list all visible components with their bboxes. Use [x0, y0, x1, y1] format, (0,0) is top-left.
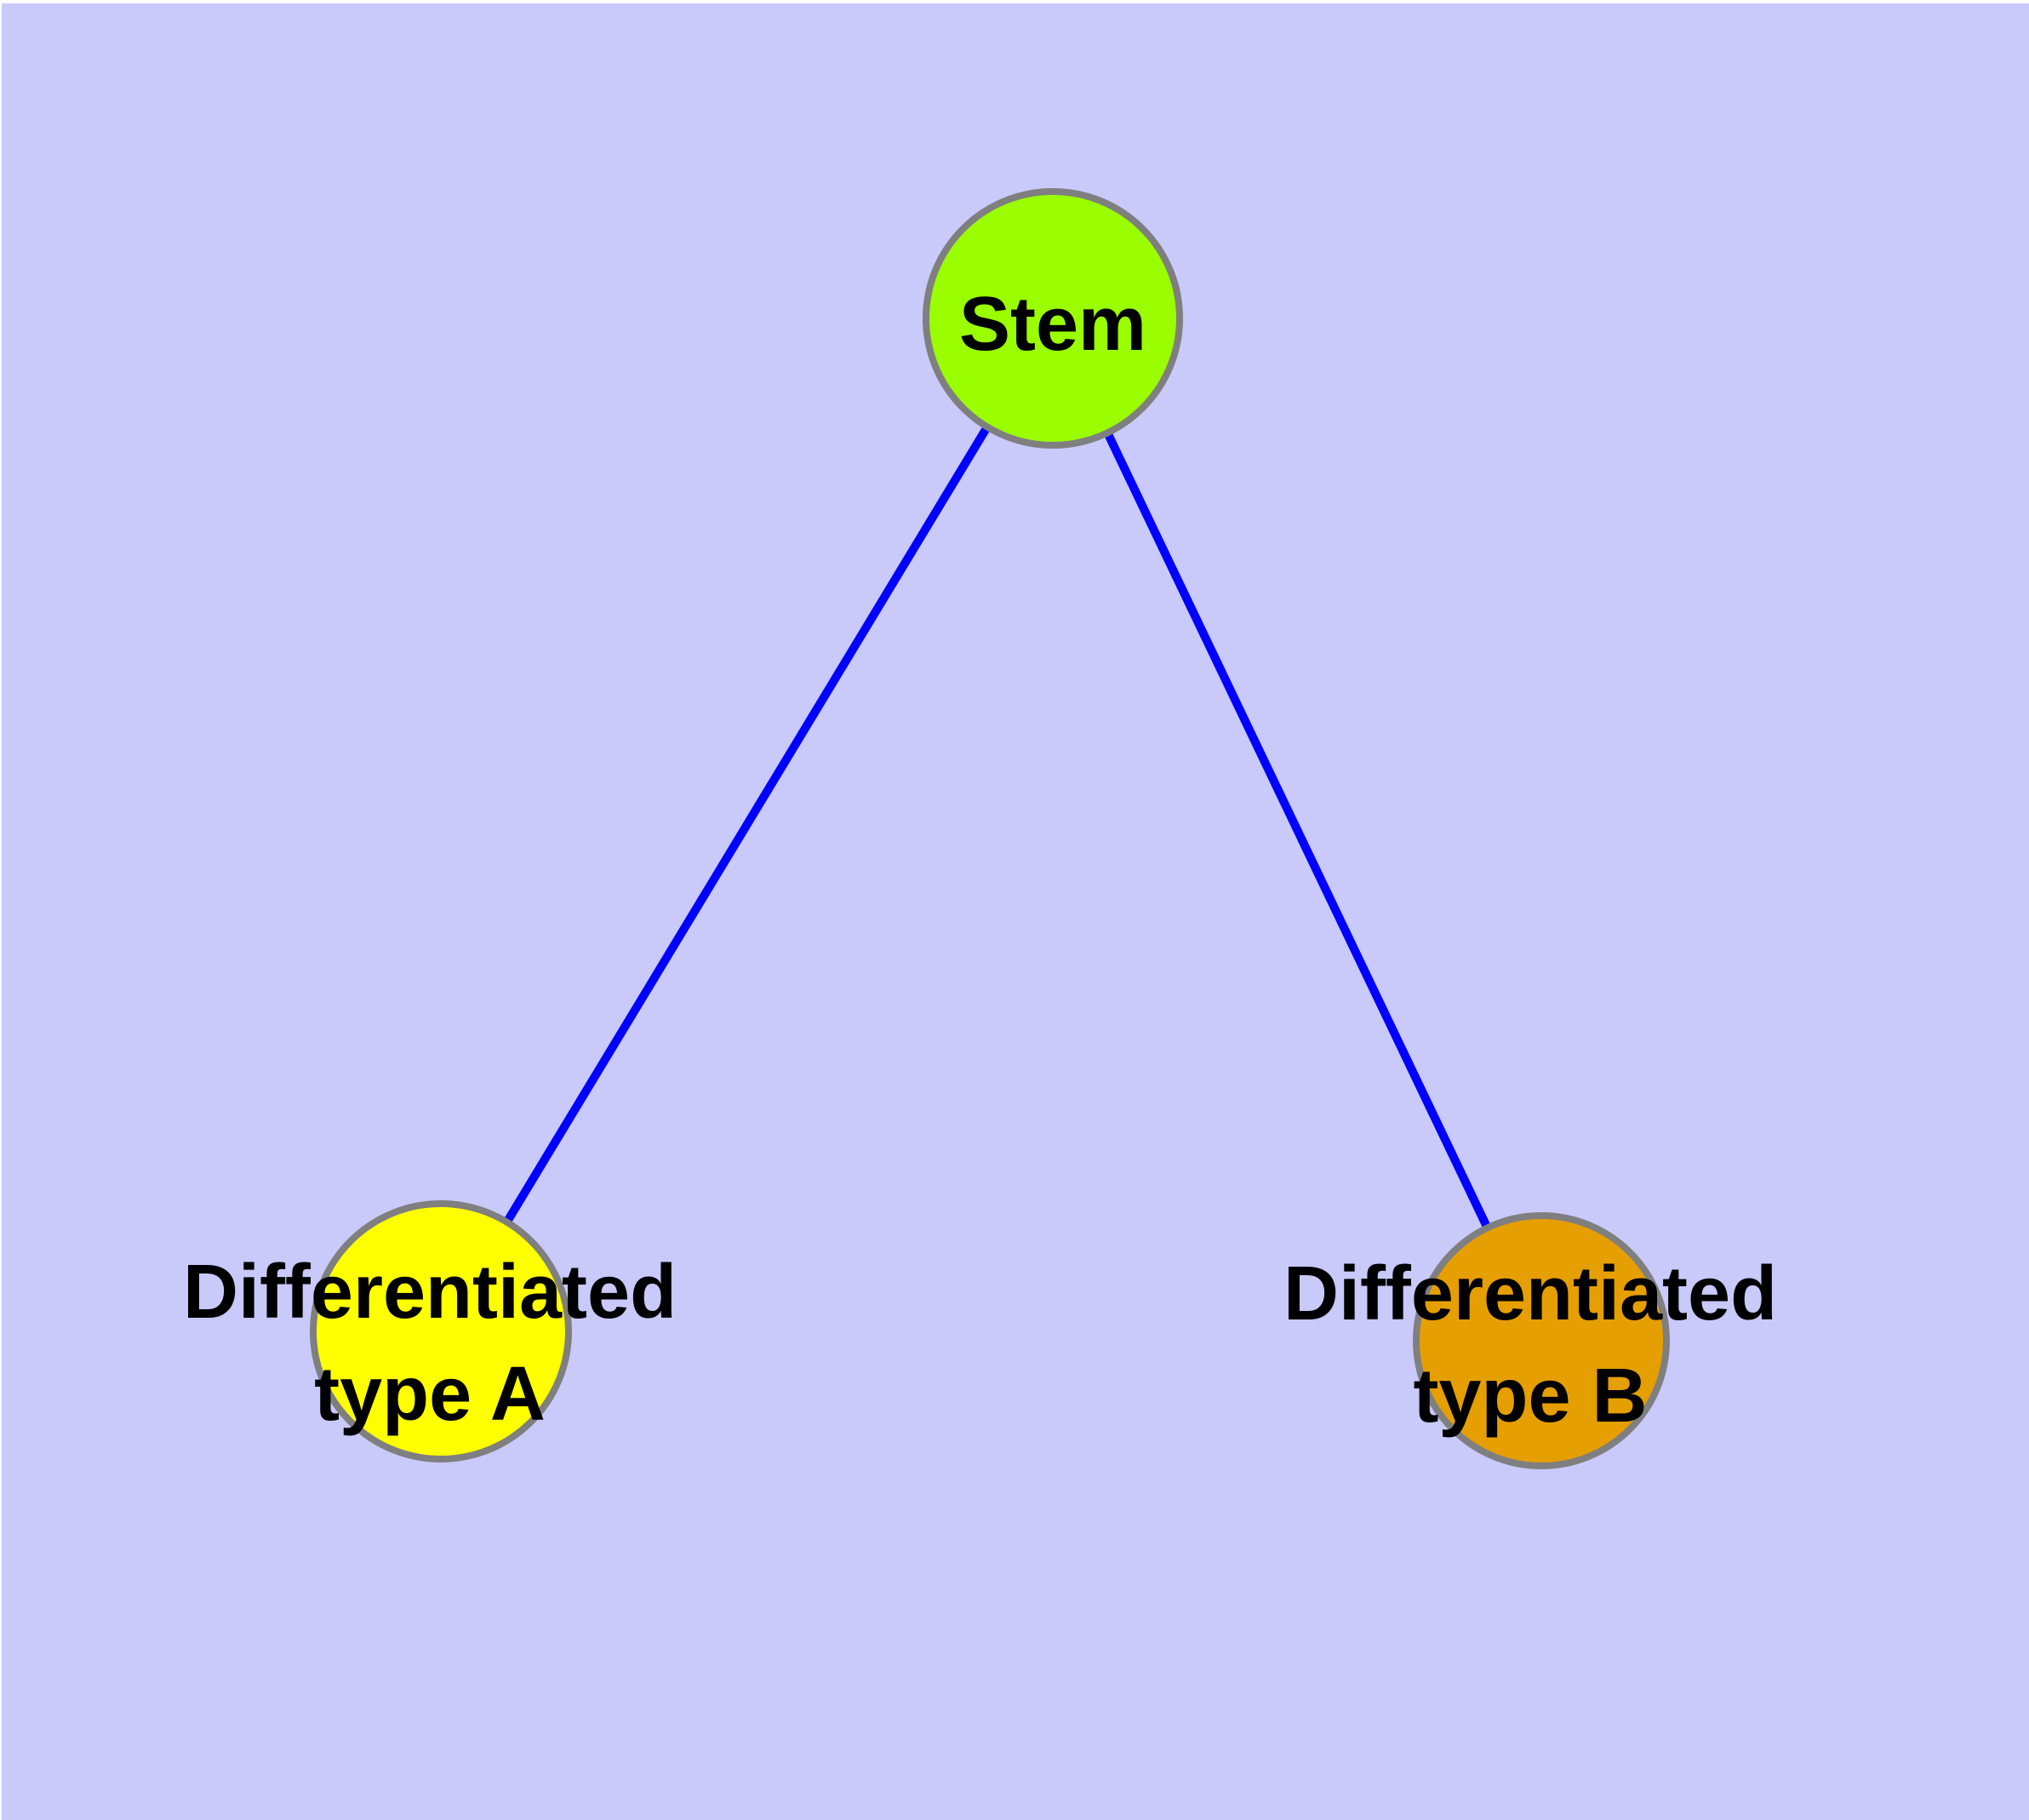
node-label-differentiated-type-b: Differentiated type B — [1283, 1243, 1777, 1447]
node-differentiated-type-a — [310, 1200, 572, 1462]
node-label-line: type A — [314, 1352, 546, 1437]
node-label-differentiated-type-a: Differentiated type A — [183, 1241, 677, 1445]
node-label-line: Stem — [958, 282, 1147, 367]
node-label-line: type B — [1413, 1354, 1648, 1439]
node-label-line: Differentiated — [1283, 1251, 1778, 1336]
node-stem — [923, 188, 1183, 449]
node-label-line: Differentiated — [182, 1250, 677, 1335]
node-label-stem: Stem — [959, 273, 1146, 375]
edge-stem-to-type-b — [1049, 316, 1546, 1343]
node-differentiated-type-b — [1413, 1212, 1670, 1469]
edge-stem-to-type-a — [437, 316, 1057, 1334]
